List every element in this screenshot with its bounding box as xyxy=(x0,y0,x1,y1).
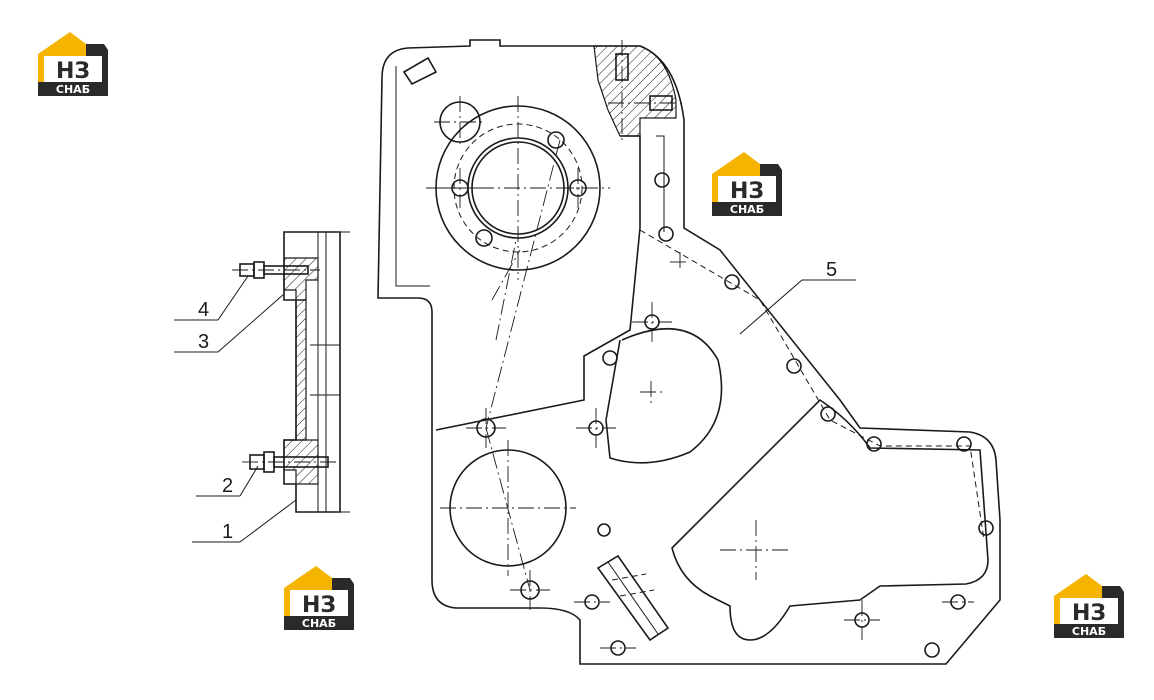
logo-caption: СНАБ xyxy=(1072,625,1106,638)
callout-1: 1 xyxy=(222,521,233,543)
section-view xyxy=(232,231,350,513)
callout-4: 4 xyxy=(198,299,209,321)
logo-mark: НЗ xyxy=(1072,601,1106,626)
callout-leaders xyxy=(174,275,856,543)
callout-2: 2 xyxy=(222,475,233,497)
logo-mark: НЗ xyxy=(730,179,764,204)
logo-watermark: НЗ СНАБ xyxy=(284,566,354,630)
callout-3: 3 xyxy=(198,331,209,353)
logo-mark: НЗ xyxy=(56,59,90,84)
logo-watermark: НЗ СНАБ xyxy=(38,32,108,96)
logo-caption: СНАБ xyxy=(302,617,336,630)
logo-mark: НЗ xyxy=(302,593,336,618)
gear-housing xyxy=(377,39,1001,665)
logo-watermark: НЗ СНАБ xyxy=(1054,574,1124,638)
bolt-holes xyxy=(440,131,994,658)
logo-caption: СНАБ xyxy=(56,83,90,96)
logo-caption: СНАБ xyxy=(730,203,764,216)
logo-watermark: НЗ СНАБ xyxy=(712,152,782,216)
callout-5: 5 xyxy=(826,259,837,281)
